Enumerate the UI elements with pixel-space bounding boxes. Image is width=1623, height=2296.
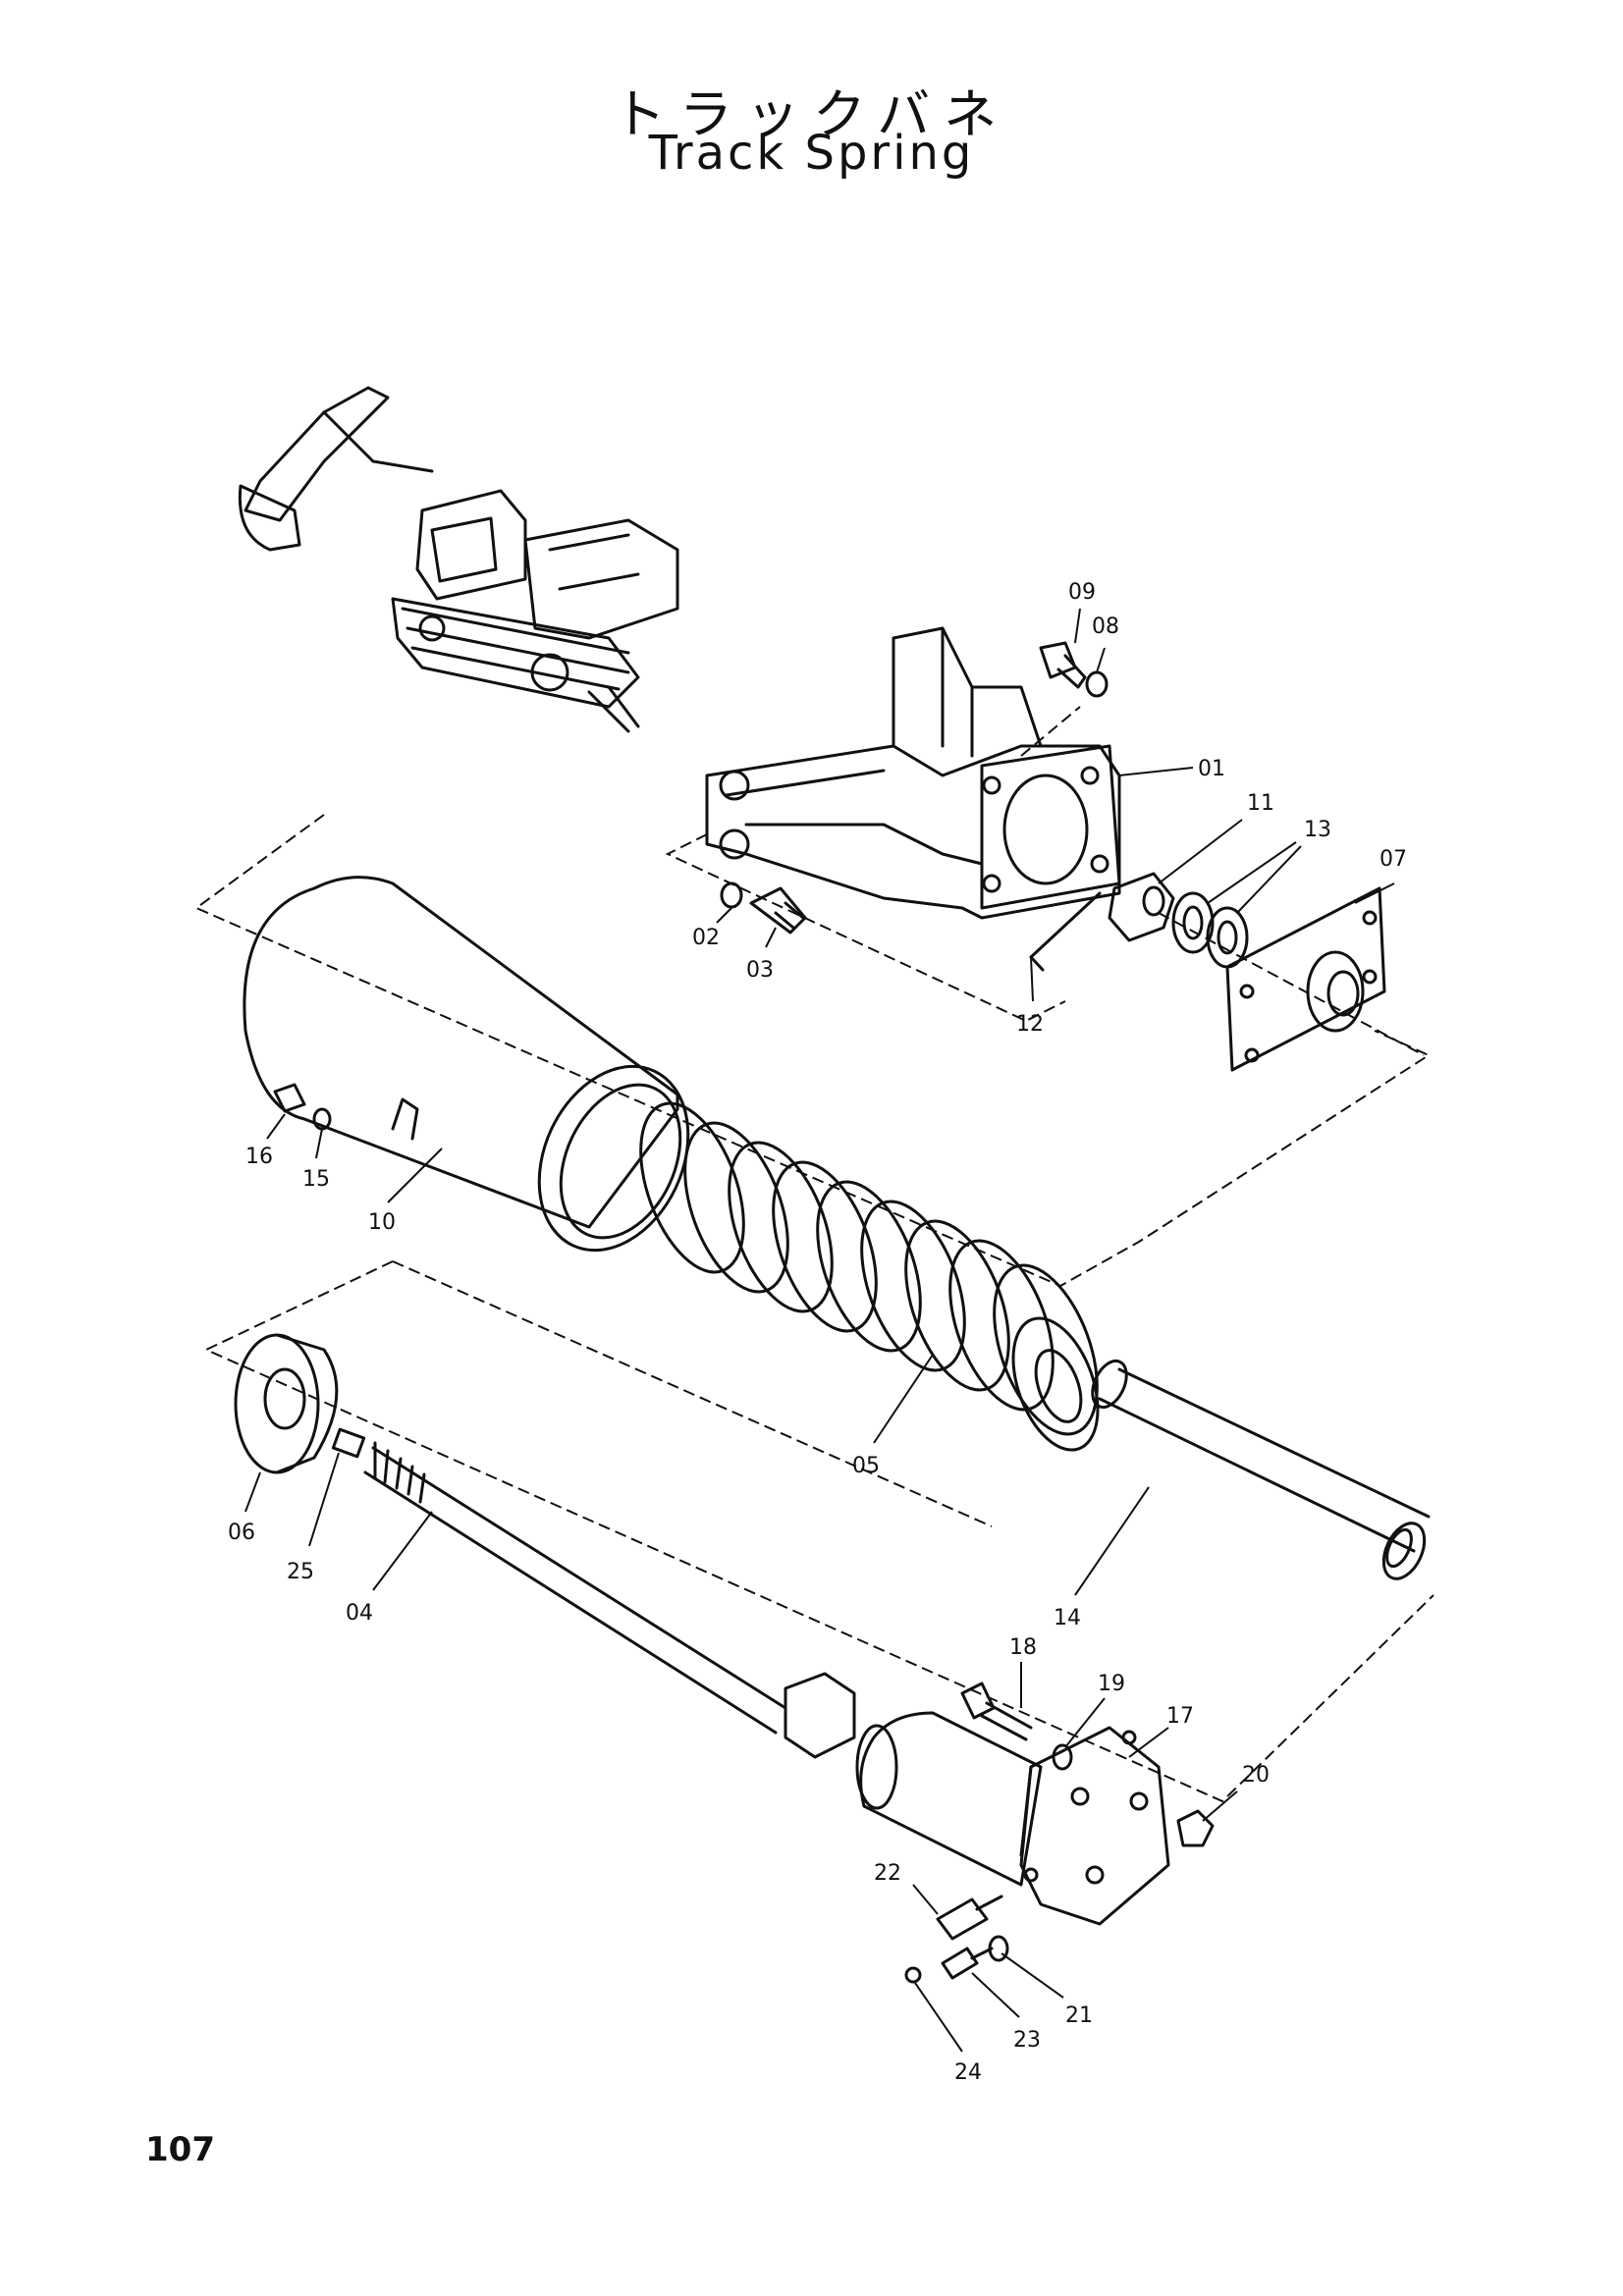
pin-part-12 [1029,891,1102,972]
callout-17: 17 [1166,1704,1194,1729]
assembly-reference-lines [194,706,1434,1803]
bolt-part-16 [273,1083,306,1113]
callout-24: 24 [954,2060,982,2085]
callout-03: 03 [746,958,774,983]
bolt-part-18 [960,1682,1033,1741]
callout-leader-lines [244,608,1395,2053]
callout-21: 21 [1065,2003,1093,2028]
washer-part-21 [988,1935,1009,1962]
callout-20: 20 [1242,1763,1270,1788]
callout-14: 14 [1054,1606,1081,1630]
callout-01: 01 [1198,757,1225,781]
callout-10: 10 [368,1210,396,1235]
cap-part-24 [904,1966,922,1984]
washer-part-19 [1052,1743,1073,1771]
valve-part-23 [941,1947,994,1980]
callout-11: 11 [1247,791,1274,816]
page-number: 107 [145,2130,215,2169]
washer-part-02 [720,881,743,909]
coil-spring-part-05 [639,1101,1100,1452]
callout-05: 05 [852,1454,880,1478]
nut-part-11 [1108,872,1175,942]
callout-23: 23 [1013,2028,1041,2053]
tube-part-14 [1091,1359,1431,1580]
grease-fitting-part-22 [936,1895,1003,1941]
callout-02: 02 [692,926,720,950]
spring-seat-part-06 [234,1333,339,1474]
washer-part-08 [1085,670,1109,698]
callout-06: 06 [228,1521,255,1545]
callout-12: 12 [1016,1012,1044,1037]
callout-25: 25 [287,1560,314,1584]
nut-part-20 [1176,1809,1215,1847]
diagram-title-english: Track Spring [648,126,975,181]
callout-22: 22 [874,1861,901,1886]
excavator-thumbnail [238,386,679,733]
callout-19: 19 [1098,1672,1125,1696]
cover-plate-part-07 [1225,886,1386,1072]
callout-15: 15 [302,1167,330,1192]
callout-08: 08 [1092,614,1119,639]
cylinder-part-17 [855,1711,1170,1926]
callout-16: 16 [245,1145,273,1169]
diagram-title-japanese: トラックバネ [612,83,1011,145]
bolt-part-03 [749,886,807,934]
callout-07: 07 [1380,847,1407,872]
callout-04: 04 [346,1601,373,1626]
callout-18: 18 [1009,1635,1037,1660]
washer-pair-part-13 [1171,891,1249,969]
bracket-part-01 [705,626,1121,920]
bolt-part-09 [1039,641,1087,689]
pin-part-25 [331,1427,366,1459]
spring-cover-part-10 [243,876,690,1253]
threaded-rod-part-04 [363,1441,856,1759]
callout-13: 13 [1304,818,1331,842]
callout-09: 09 [1068,580,1096,605]
